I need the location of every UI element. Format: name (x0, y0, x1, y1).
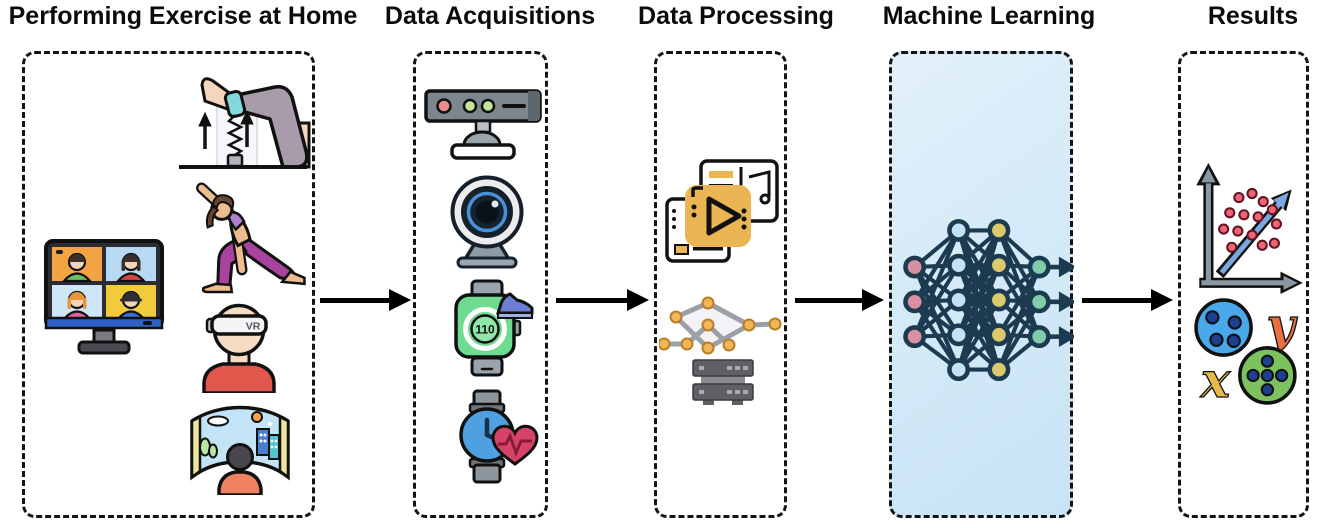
leg-raise-resistance-band-icon (173, 67, 313, 175)
label-x: x (1200, 351, 1231, 405)
stage-title-machine-learning: Machine Learning (882, 2, 1096, 30)
feature-clusters-xy-icon: y x (1193, 297, 1301, 405)
heart-rate-watch-icon (446, 389, 541, 484)
stage-box-data-acquisitions: 110 (413, 51, 548, 518)
stage-title-results: Results (1207, 2, 1299, 30)
stage-box-machine-learning (889, 51, 1074, 518)
stage-title-data-processing: Data Processing (638, 2, 834, 30)
flow-arrow-2 (556, 289, 649, 311)
stage-box-results: y x (1178, 51, 1309, 518)
stage-title-data-acquisitions: Data Acquisitions (384, 2, 596, 30)
vr-headset-label: VR (246, 321, 261, 333)
server-icon (689, 358, 757, 406)
flow-arrow-4 (1082, 289, 1173, 311)
immersive-screen-user-icon (185, 397, 295, 495)
caller-top-right (115, 252, 147, 283)
yoga-side-stretch-icon (191, 179, 308, 298)
fitness-tracker-watch-icon: 110 (446, 279, 538, 377)
flow-arrow-1 (320, 289, 411, 311)
video-call-monitor-icon (43, 238, 165, 356)
stage-title-performing-exercise: Performing Exercise at Home (8, 2, 358, 30)
label-y: y (1265, 297, 1298, 354)
caller-top-left (61, 252, 93, 283)
stage-box-data-processing (654, 51, 787, 518)
pose-graph-icon (659, 291, 791, 361)
neural-network-icon (900, 200, 1074, 400)
depth-camera-icon (424, 83, 544, 165)
scatter-plot-regression-icon (1191, 159, 1305, 295)
video-clips-icon (665, 159, 781, 263)
stage-box-performing-exercise: VR (22, 51, 315, 518)
step-count-label: 110 (475, 323, 495, 337)
webcam-icon (446, 169, 528, 269)
vr-headset-user-icon: VR (189, 291, 289, 393)
flow-arrow-3 (795, 289, 884, 311)
